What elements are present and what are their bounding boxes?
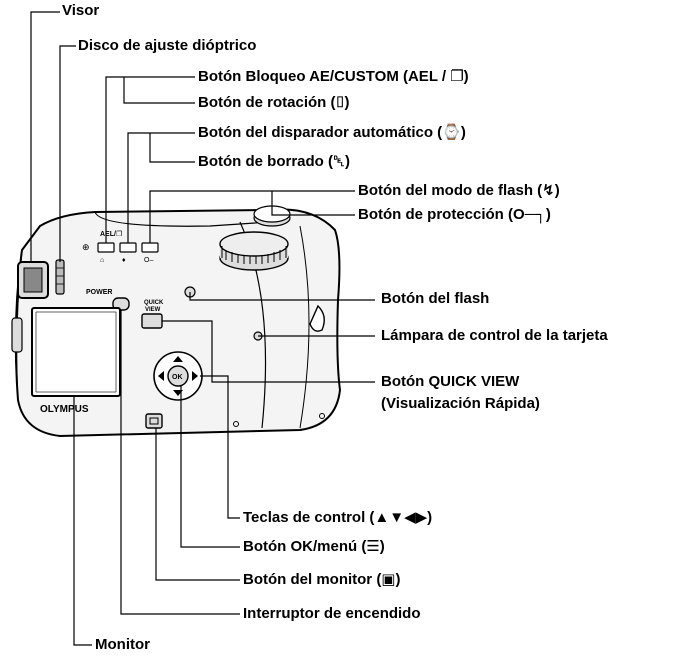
label-monitor-btn: Botón del monitor (▣) (243, 571, 401, 588)
leader-ael (105, 76, 195, 243)
label-proteccion: Botón de protección (O─┐) (358, 206, 551, 223)
leader-ok (180, 386, 240, 548)
label-monitor: Monitor (95, 636, 150, 653)
svg-text:♦: ♦ (122, 257, 126, 264)
leader-proteccion (271, 191, 355, 216)
label-quick-view-sub: (Visualización Rápida) (381, 395, 540, 412)
svg-text:O–: O– (144, 257, 153, 264)
label-ok: Botón OK/menú (☰) (243, 538, 385, 555)
leader-visor (30, 11, 60, 262)
quick-view-button (141, 313, 163, 329)
label-borrado: Botón de borrado (␡) (198, 153, 350, 170)
brand-mark: OLYMPUS (40, 404, 89, 415)
ael-mark: AEL/❐ (100, 230, 122, 238)
label-disco: Disco de ajuste dióptrico (78, 37, 257, 54)
label-ael: Botón Bloqueo AE/CUSTOM (AEL / ❐) (198, 68, 469, 85)
label-disparador: Botón del disparador automático (⌚) (198, 124, 466, 141)
power-mark: POWER (86, 289, 112, 296)
leader-monitor (73, 396, 92, 646)
svg-text:OK: OK (172, 374, 183, 381)
lcd-monitor (31, 307, 121, 397)
self-timer-button (119, 242, 137, 253)
label-flash: Botón del flash (381, 290, 490, 307)
diopter-dial (55, 259, 65, 295)
label-flash-modo: Botón del modo de flash (↯) (358, 182, 560, 199)
label-rotacion: Botón de rotación (⌷) (198, 94, 350, 111)
flash-mode-button (141, 242, 159, 253)
svg-text:VIEW: VIEW (145, 307, 161, 313)
leader-flash-modo (149, 190, 355, 243)
svg-text:⊕: ⊕ (82, 242, 90, 252)
leader-monitor-btn (155, 428, 240, 581)
leader-disparador (127, 132, 195, 243)
leader-teclas (200, 375, 240, 519)
leader-flash (189, 292, 375, 301)
leader-interruptor (120, 310, 240, 615)
svg-text:QUICK: QUICK (144, 300, 164, 306)
leader-quick-view (162, 320, 375, 383)
monitor-button (145, 413, 163, 429)
label-lampara: Lámpara de control de la tarjeta (381, 327, 608, 344)
ok-button (167, 365, 189, 387)
ael-button (97, 242, 115, 253)
label-interruptor: Interruptor de encendido (243, 605, 421, 622)
svg-text:⌂: ⌂ (100, 257, 104, 264)
leader-disco (59, 45, 76, 262)
label-visor: Visor (62, 2, 100, 19)
leader-rotacion (123, 77, 195, 104)
label-teclas: Teclas de control (▲▼◀▶) (243, 509, 433, 526)
label-quick-view: Botón QUICK VIEW (381, 373, 520, 390)
leader-borrado (149, 133, 195, 163)
